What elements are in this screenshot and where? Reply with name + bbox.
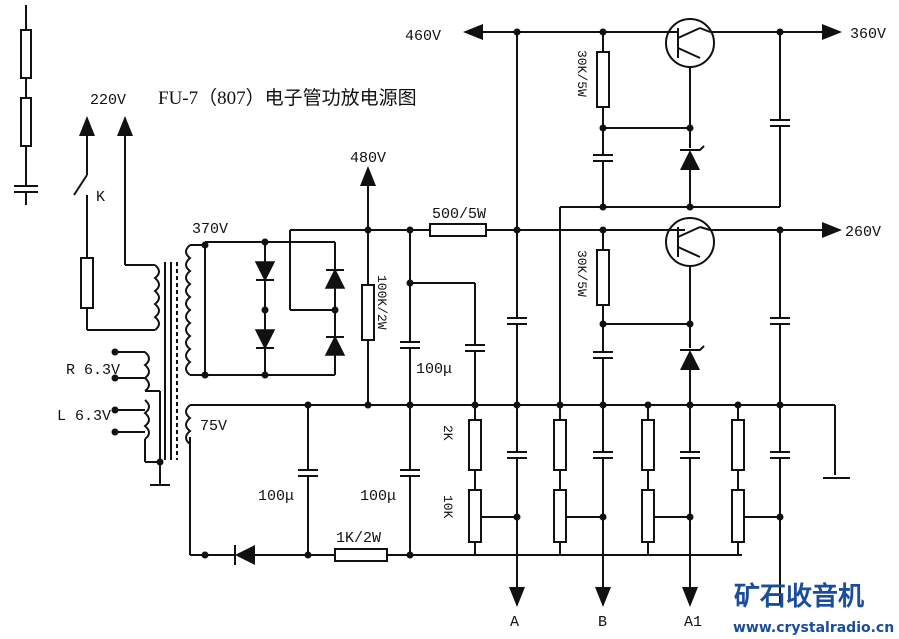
transformer: 370V R 6.3V L 6.3V 75V xyxy=(57,221,228,486)
resistor-500 xyxy=(429,223,487,237)
ground-rail xyxy=(190,401,850,479)
label-r63: R 6.3V xyxy=(66,362,120,379)
label-500-5w: 500/5W xyxy=(432,206,486,223)
switch-k xyxy=(73,174,88,196)
output-columns: A B A1 xyxy=(507,28,790,631)
label-out-b: B xyxy=(598,614,607,631)
label-l63: L 6.3V xyxy=(57,408,111,425)
label-100k-2w: 100K/2W xyxy=(374,275,389,330)
label-10k: 10K xyxy=(440,495,455,519)
label-100u-b: 100μ xyxy=(258,488,294,505)
bridge-rectifier xyxy=(201,229,430,379)
regulator-360: 460V 30K/5W 360V xyxy=(405,18,886,405)
watermark-logo: 矿石收音机 xyxy=(734,581,864,612)
label-k: K xyxy=(96,189,105,206)
label-220v: 220V xyxy=(90,92,126,109)
label-out-a1: A1 xyxy=(684,614,702,631)
label-370v: 370V xyxy=(192,221,228,238)
label-1k-2w: 1K/2W xyxy=(336,530,381,547)
label-2k: 2K xyxy=(440,425,455,441)
label-460v: 460V xyxy=(405,28,441,45)
mains-input: 220V K xyxy=(73,92,155,331)
label-75v: 75V xyxy=(200,418,227,435)
bias-chains: 2K 10K xyxy=(440,405,784,555)
regulator-260: 30K/5W 260V xyxy=(574,217,881,405)
fuse xyxy=(80,257,94,309)
watermark: 矿石收音机 www.crystalradio.cn xyxy=(733,581,894,636)
label-360v: 360V xyxy=(850,26,886,43)
label-out-a: A xyxy=(510,614,519,631)
label-260v: 260V xyxy=(845,224,881,241)
watermark-url: www.crystalradio.cn xyxy=(733,620,894,636)
resistor-1k xyxy=(334,548,388,562)
diagram-title: FU-7（807）电子管功放电源图 xyxy=(158,87,417,109)
label-30k-a: 30K/5W xyxy=(574,50,589,97)
label-480v: 480V xyxy=(350,150,386,167)
resistor-100k xyxy=(361,284,375,341)
label-100u-a: 100μ xyxy=(416,361,452,378)
legend-symbols xyxy=(14,5,38,205)
negative-supply: 1K/2W 100μ 100μ xyxy=(189,405,742,565)
label-30k-b: 30K/5W xyxy=(574,250,589,297)
label-100u-c: 100μ xyxy=(360,488,396,505)
